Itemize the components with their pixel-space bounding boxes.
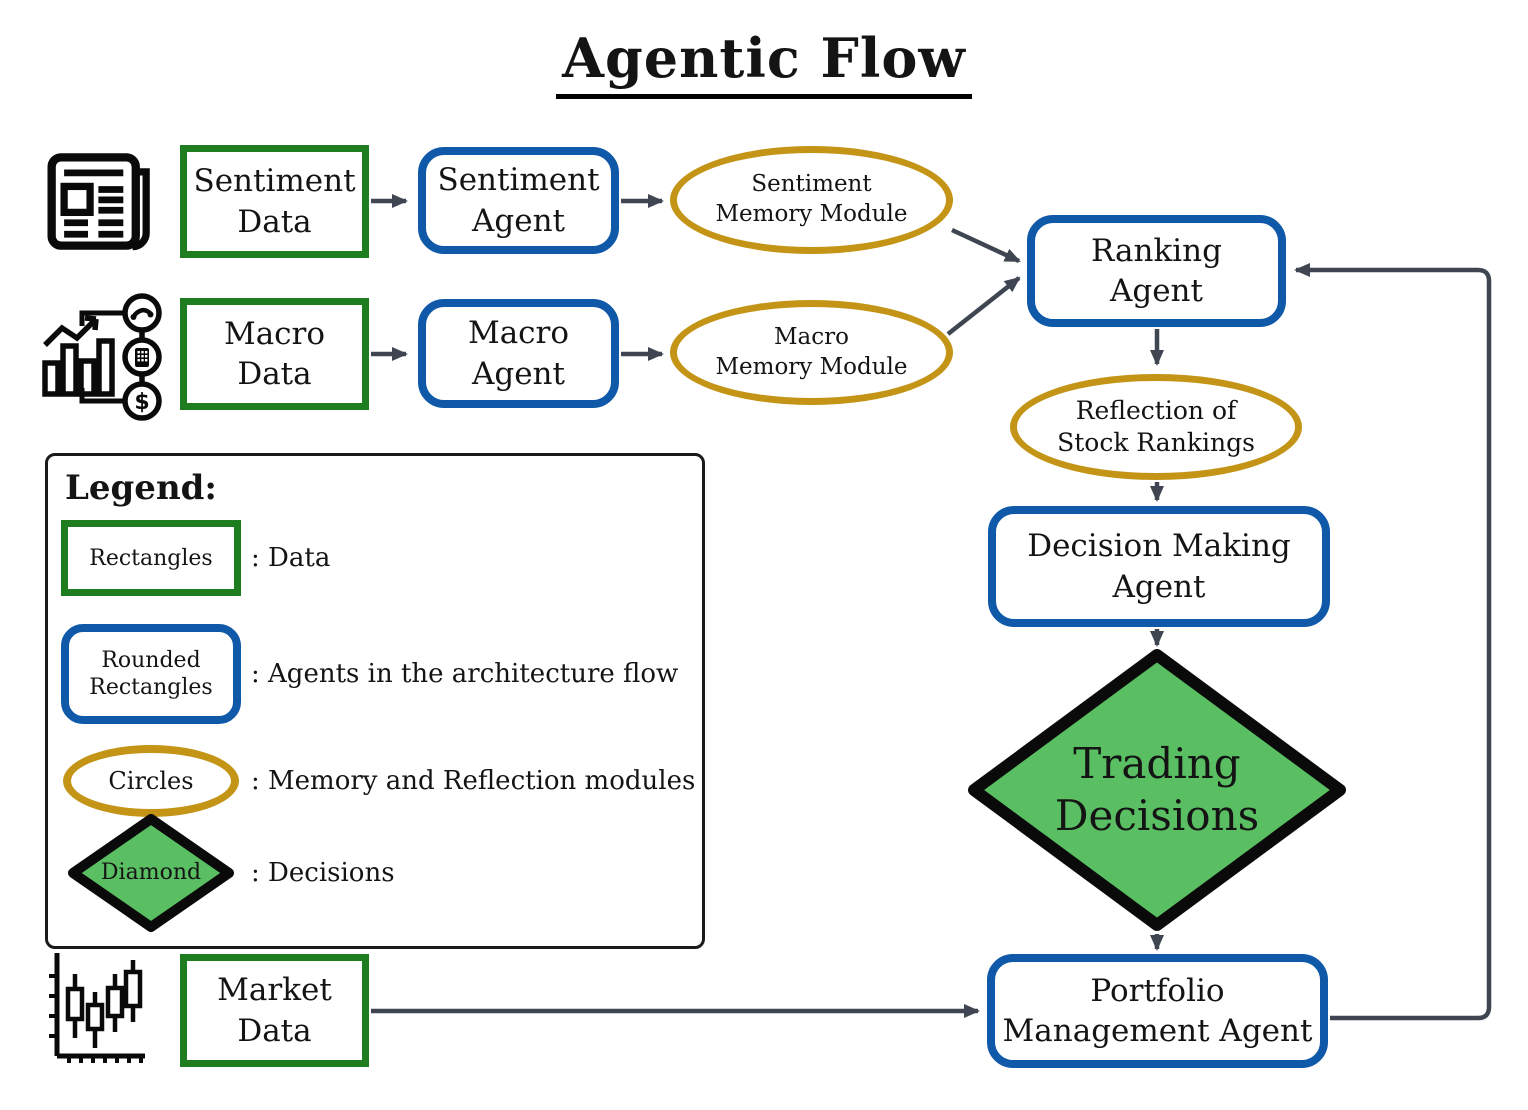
legend-diamond-description: : Decisions [251, 858, 395, 888]
legend-rectangle-description: : Data [251, 543, 331, 573]
diamond-shape [968, 649, 1346, 931]
legend-circle-description: : Memory and Reflection modules [251, 766, 696, 796]
candlestick-chart-icon [49, 953, 145, 1063]
arrow-macro-memory-to-ranking [946, 276, 1021, 336]
legend-diamond-shape [68, 814, 234, 932]
svg-text:$: $ [134, 390, 149, 415]
arrow-sentiment-memory-to-ranking [951, 227, 1021, 264]
legend-rounded-rectangle-description: : Agents in the architecture flow [251, 659, 679, 689]
legend-rectangle-swatch: Rectangles [61, 520, 241, 596]
page-title: Agentic Flow [0, 26, 1528, 99]
macro-economy-icon: $ [42, 293, 162, 421]
legend-diamond-swatch: Diamond [67, 813, 235, 933]
arrow-portfolio-feedback-to-ranking [1294, 263, 1492, 1021]
newspaper-icon [47, 153, 150, 251]
legend-circle-swatch: Circles [63, 745, 239, 817]
legend-heading: Legend: [65, 468, 217, 508]
